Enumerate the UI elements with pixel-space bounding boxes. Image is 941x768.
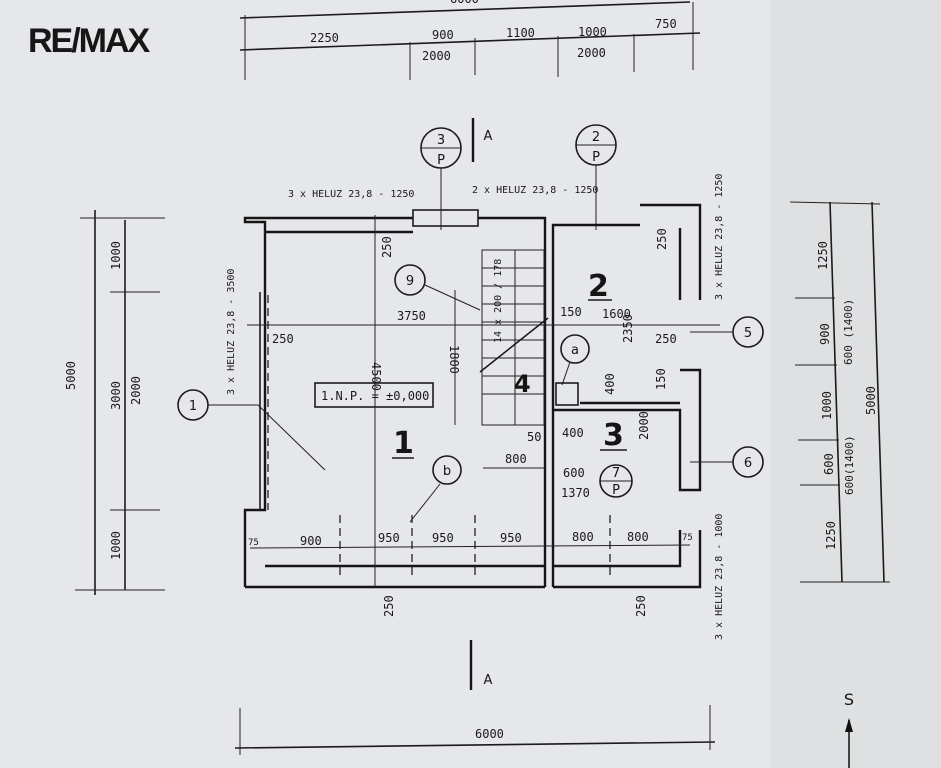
svg-text:5000: 5000 (64, 361, 78, 390)
callout-1: 1 (177, 389, 326, 471)
svg-text:1250: 1250 (824, 521, 838, 550)
svg-text:600: 600 (822, 453, 836, 475)
wall-note-top-mid: 2 x HELUZ 23,8 - 1250 (472, 185, 598, 196)
svg-text:950: 950 (378, 531, 400, 545)
room-2-label: 2 (588, 269, 609, 304)
svg-text:800: 800 (572, 530, 594, 544)
top-dimensions: 2250 900 1100 1000 750 2000 2000 6000 (239, 0, 701, 80)
staircase: 14 x 200 / 178 (479, 249, 549, 426)
wall-note-right-bottom: 3 x HELUZ 23,8 - 1000 (714, 514, 725, 640)
svg-text:1000: 1000 (109, 531, 123, 560)
svg-text:400: 400 (603, 373, 617, 395)
room-3-label: 3 (603, 418, 624, 453)
svg-text:P: P (612, 483, 620, 498)
dim-top-1000: 1000 (578, 25, 607, 39)
section-ref-3p: 3P (420, 127, 462, 230)
svg-text:1250: 1250 (816, 241, 830, 270)
svg-text:P: P (437, 153, 445, 168)
svg-text:3750: 3750 (397, 309, 426, 323)
paper-edge (770, 0, 941, 768)
dim-top-2250: 2250 (310, 31, 339, 45)
room-1-label: 1 (393, 426, 414, 461)
interior-dimensions: 3750 4500 1800 150 1600 2350 250 250 250… (272, 228, 677, 617)
svg-text:600(1400): 600(1400) (843, 435, 856, 495)
remax-logo: RE/MAX (28, 22, 150, 60)
svg-text:600 (1400): 600 (1400) (842, 299, 855, 365)
bottom-row-dimensions: 75 900 950 950 950 800 800 75 (248, 515, 693, 580)
svg-text:600: 600 (563, 466, 585, 480)
svg-text:250: 250 (382, 595, 396, 617)
section-mark-bottom: A (484, 673, 493, 688)
section-ref-2p: 2P (575, 124, 617, 230)
svg-text:7: 7 (612, 466, 620, 481)
section-ref-7p: 7P (599, 464, 633, 498)
wall-note-right-top: 3 x HELUZ 23,8 - 1250 (714, 174, 725, 300)
svg-text:3000: 3000 (109, 381, 123, 410)
dim-top-1100: 1100 (506, 26, 535, 40)
callout-6: 6 (690, 446, 764, 478)
callout-5: 5 (690, 316, 764, 348)
wall-note-top-left: 3 x HELUZ 23,8 - 1250 (288, 189, 414, 200)
svg-text:1800: 1800 (447, 345, 461, 374)
svg-text:9: 9 (406, 274, 414, 289)
dim-top-6000: 6000 (450, 0, 479, 6)
svg-text:950: 950 (500, 531, 522, 545)
svg-text:S: S (844, 690, 854, 709)
svg-text:150: 150 (654, 368, 668, 390)
svg-text:950: 950 (432, 531, 454, 545)
svg-text:1600: 1600 (602, 307, 631, 321)
right-dimensions: 1250 900 1000 600 1250 600 (1400) 600(14… (789, 201, 890, 583)
svg-text:250: 250 (655, 332, 677, 346)
svg-text:900: 900 (818, 323, 832, 345)
svg-text:1: 1 (189, 399, 197, 414)
svg-text:a: a (571, 343, 579, 358)
svg-text:250: 250 (272, 332, 294, 346)
svg-text:1000: 1000 (820, 391, 834, 420)
wall-note-left: 3 x HELUZ 23,8 - 3500 (226, 269, 237, 395)
svg-text:1370: 1370 (561, 486, 590, 500)
callout-9: 9 (394, 264, 481, 311)
dim-top-750: 750 (655, 17, 677, 31)
walls (243, 203, 720, 589)
dim-top-2000a: 2000 (422, 49, 451, 63)
svg-text:250: 250 (634, 595, 648, 617)
callout-b: b (409, 455, 462, 523)
svg-text:250: 250 (380, 236, 394, 258)
svg-text:800: 800 (627, 530, 649, 544)
svg-text:400: 400 (562, 426, 584, 440)
svg-text:P: P (592, 150, 600, 165)
svg-text:b: b (443, 464, 451, 479)
left-dimensions: 5000 1000 3000 2000 1000 (64, 210, 165, 595)
north-arrow: S (844, 690, 854, 768)
svg-text:2350: 2350 (621, 314, 635, 343)
svg-text:800: 800 (505, 452, 527, 466)
svg-text:75: 75 (682, 533, 693, 543)
svg-text:5: 5 (744, 326, 752, 341)
svg-text:150: 150 (560, 305, 582, 319)
svg-text:1000: 1000 (109, 241, 123, 270)
svg-text:5000: 5000 (864, 386, 878, 415)
svg-text:6000: 6000 (475, 727, 504, 741)
bottom-dimension: 6000 (234, 705, 716, 755)
svg-text:6: 6 (744, 456, 752, 471)
room-4-label: 4 (514, 370, 531, 398)
svg-text:900: 900 (300, 534, 322, 548)
svg-text:2: 2 (592, 130, 600, 145)
section-mark-top: A (484, 129, 493, 144)
stair-dim: 14 x 200 / 178 (493, 259, 504, 343)
level-label: 1.N.P. = ±0,000 (321, 389, 429, 403)
svg-text:50: 50 (527, 430, 541, 444)
svg-text:75: 75 (248, 538, 259, 548)
dim-top-2000b: 2000 (577, 46, 606, 60)
svg-text:2000: 2000 (637, 411, 651, 440)
svg-text:2000: 2000 (129, 376, 143, 405)
dim-top-900: 900 (432, 28, 454, 42)
level-box (314, 382, 434, 408)
svg-text:250: 250 (655, 228, 669, 250)
svg-text:3: 3 (437, 133, 445, 148)
svg-text:4500: 4500 (369, 362, 383, 391)
callout-a: a (555, 334, 590, 406)
